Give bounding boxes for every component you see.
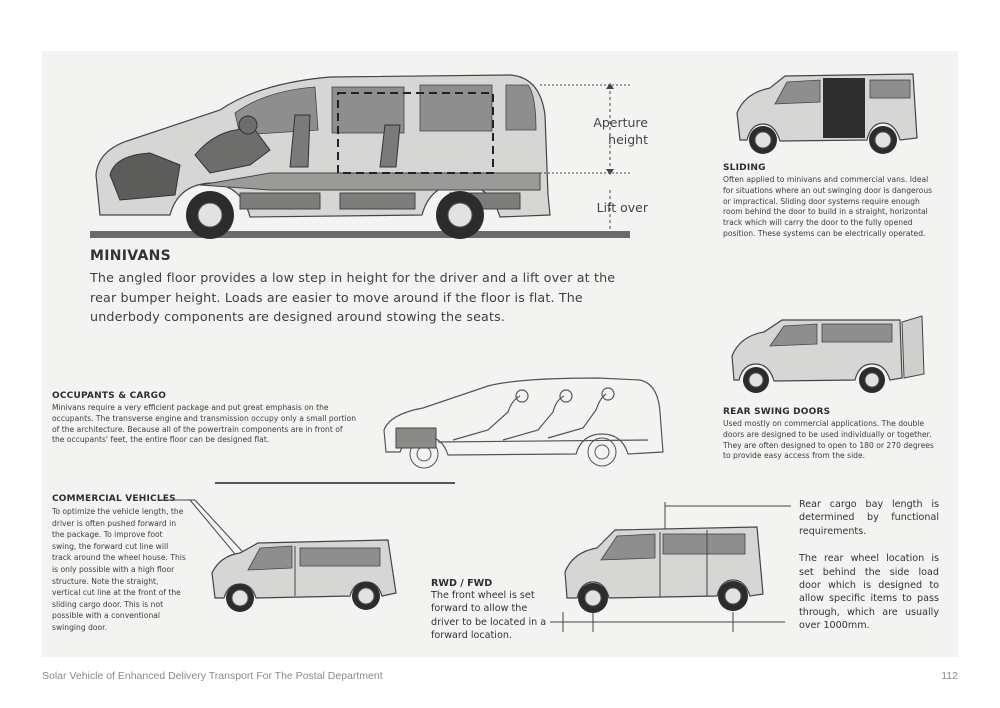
commercial-section: COMMERCIAL VEHICLES To optimize the vehi… <box>52 494 187 634</box>
commercial-van-illustration <box>160 499 397 612</box>
rear-swing-paragraph: Used mostly on commercial applications. … <box>723 419 934 461</box>
minivans-heading: MINIVANS <box>90 248 171 264</box>
footer-title: Solar Vehicle of Enhanced Delivery Trans… <box>42 670 383 682</box>
rwd-fwd-paragraph: The front wheel is set forward to allow … <box>431 590 547 642</box>
sliding-section: SLIDING Often applied to minivans and co… <box>723 163 935 240</box>
minivan-cutaway-illustration <box>90 74 630 239</box>
rear-swing-section: REAR SWING DOORS Used mostly on commerci… <box>723 407 935 462</box>
rwd-fwd-section: RWD / FWD The front wheel is set forward… <box>431 578 547 643</box>
commercial-paragraph: To optimize the vehicle length, the driv… <box>52 507 186 632</box>
minivans-paragraph: The angled floor provides a low step in … <box>90 270 616 324</box>
occupants-minivan-outline-illustration <box>383 377 664 469</box>
section-divider <box>215 482 455 484</box>
commercial-heading: COMMERCIAL VEHICLES <box>52 494 176 504</box>
occupants-section: OCCUPANTS & CARGO Minivans require a ver… <box>52 391 357 446</box>
page-number: 112 <box>941 670 958 682</box>
rear-swing-door-van-illustration <box>731 315 925 393</box>
sliding-paragraph: Often applied to minivans and commercial… <box>723 175 933 238</box>
rwd-fwd-heading: RWD / FWD <box>431 578 493 589</box>
rwd-fwd-van-illustration <box>550 502 791 632</box>
lift-over-label: Lift over <box>596 200 648 215</box>
sliding-heading: SLIDING <box>723 163 766 173</box>
rear-wheel-location-text: The rear wheel location is set behind th… <box>799 553 939 632</box>
cargo-bay-length-text: Rear cargo bay length is determined by f… <box>799 499 939 537</box>
sliding-door-van-illustration <box>736 73 918 154</box>
rear-swing-heading: REAR SWING DOORS <box>723 407 831 417</box>
aperture-label-line-1: Aperture <box>593 115 648 130</box>
aperture-height-label: Aperture height <box>570 114 648 148</box>
cargo-bay-section: Rear cargo bay length is determined by f… <box>799 498 939 633</box>
aperture-label-line-2: height <box>608 132 648 147</box>
minivans-section: MINIVANS The angled floor provides a low… <box>90 248 645 327</box>
occupants-paragraph: Minivans require a very efficient packag… <box>52 403 357 445</box>
occupants-heading: OCCUPANTS & CARGO <box>52 391 167 401</box>
